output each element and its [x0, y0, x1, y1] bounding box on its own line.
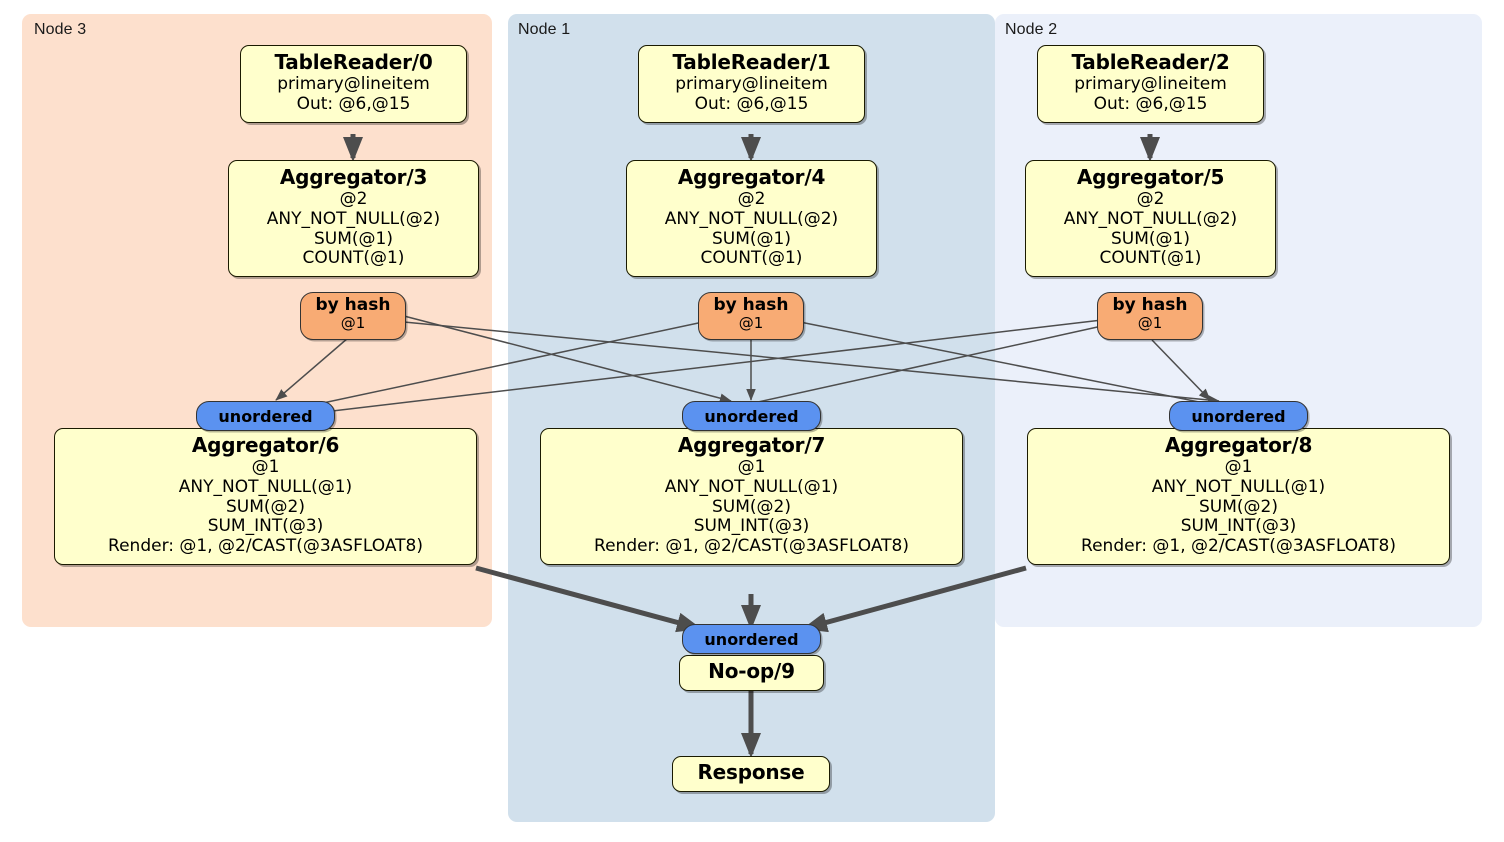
- router-label: by hash: [713, 295, 789, 315]
- router-by-hash-4[interactable]: by hash @1: [698, 292, 804, 340]
- processor-aggregator-4[interactable]: Aggregator/4 @2 ANY_NOT_NULL(@2) SUM(@1)…: [626, 160, 877, 278]
- processor-aggregator-8[interactable]: Aggregator/8 @1 ANY_NOT_NULL(@1) SUM(@2)…: [1027, 428, 1450, 565]
- processor-line: SUM_INT(@3): [207, 516, 324, 537]
- processor-line: SUM_INT(@3): [693, 516, 810, 537]
- router-by-hash-3[interactable]: by hash @1: [300, 292, 406, 340]
- router-label: by hash: [1112, 295, 1188, 315]
- router-label: unordered: [218, 406, 313, 426]
- processor-title: Aggregator/6: [191, 433, 340, 457]
- router-unordered-agg6[interactable]: unordered: [196, 401, 335, 431]
- processor-title: TableReader/2: [1071, 50, 1230, 74]
- router-columns: @1: [738, 314, 764, 333]
- processor-render-line: Render: @1, @2/CAST(@3ASFLOAT8): [1081, 536, 1396, 557]
- processor-line: COUNT(@1): [700, 248, 803, 269]
- router-unordered-agg7[interactable]: unordered: [682, 401, 821, 431]
- processor-title: Aggregator/8: [1164, 433, 1313, 457]
- processor-line: primary@lineitem: [1074, 74, 1227, 95]
- router-label: unordered: [704, 629, 799, 649]
- processor-line: @2: [1136, 189, 1165, 210]
- processor-line: SUM(@1): [1111, 228, 1190, 249]
- processor-line: ANY_NOT_NULL(@1): [1151, 476, 1326, 497]
- processor-line: ANY_NOT_NULL(@2): [266, 208, 441, 229]
- processor-line: @2: [737, 189, 766, 210]
- processor-line: primary@lineitem: [675, 74, 828, 95]
- processor-title: Aggregator/7: [677, 433, 826, 457]
- router-label: unordered: [1191, 406, 1286, 426]
- processor-line: SUM(@2): [712, 496, 791, 517]
- processor-tablereader-1[interactable]: TableReader/1 primary@lineitem Out: @6,@…: [638, 45, 865, 123]
- processor-line: COUNT(@1): [302, 248, 405, 269]
- router-label: by hash: [315, 295, 391, 315]
- processor-tablereader-2[interactable]: TableReader/2 primary@lineitem Out: @6,@…: [1037, 45, 1264, 123]
- processor-line: SUM_INT(@3): [1180, 516, 1297, 537]
- processor-response[interactable]: Response: [672, 756, 830, 793]
- processor-render-line: Render: @1, @2/CAST(@3ASFLOAT8): [108, 536, 423, 557]
- processor-tablereader-0[interactable]: TableReader/0 primary@lineitem Out: @6,@…: [240, 45, 467, 123]
- processor-line: primary@lineitem: [277, 74, 430, 95]
- router-columns: @1: [1137, 314, 1163, 333]
- processor-title: TableReader/1: [672, 50, 831, 74]
- processor-render-line: Render: @1, @2/CAST(@3ASFLOAT8): [594, 536, 909, 557]
- processor-line: Out: @6,@15: [1093, 93, 1208, 114]
- node-panel-label-node1: Node 1: [518, 21, 571, 38]
- processor-title: Aggregator/4: [677, 165, 826, 189]
- processor-line: Out: @6,@15: [296, 93, 411, 114]
- processor-line: Out: @6,@15: [694, 93, 809, 114]
- processor-line: @1: [251, 457, 280, 478]
- processor-line: @1: [737, 457, 766, 478]
- processor-aggregator-7[interactable]: Aggregator/7 @1 ANY_NOT_NULL(@1) SUM(@2)…: [540, 428, 963, 565]
- processor-line: SUM(@1): [712, 228, 791, 249]
- processor-aggregator-6[interactable]: Aggregator/6 @1 ANY_NOT_NULL(@1) SUM(@2)…: [54, 428, 477, 565]
- router-unordered-final[interactable]: unordered: [682, 624, 821, 654]
- processor-line: ANY_NOT_NULL(@1): [178, 476, 353, 497]
- router-columns: @1: [340, 314, 366, 333]
- processor-title: Aggregator/5: [1076, 165, 1225, 189]
- router-by-hash-5[interactable]: by hash @1: [1097, 292, 1203, 340]
- processor-aggregator-5[interactable]: Aggregator/5 @2 ANY_NOT_NULL(@2) SUM(@1)…: [1025, 160, 1276, 278]
- processor-line: ANY_NOT_NULL(@1): [664, 476, 839, 497]
- processor-title: Response: [697, 760, 805, 784]
- processor-line: SUM(@2): [1199, 496, 1278, 517]
- router-unordered-agg8[interactable]: unordered: [1169, 401, 1308, 431]
- processor-title: Aggregator/3: [279, 165, 428, 189]
- processor-line: SUM(@2): [226, 496, 305, 517]
- router-label: unordered: [704, 406, 799, 426]
- processor-line: @2: [339, 189, 368, 210]
- node-panel-label-node2: Node 2: [1005, 21, 1058, 38]
- processor-noop-9[interactable]: No-op/9: [679, 655, 824, 692]
- processor-line: SUM(@1): [314, 228, 393, 249]
- processor-line: COUNT(@1): [1099, 248, 1202, 269]
- processor-line: ANY_NOT_NULL(@2): [1063, 208, 1238, 229]
- processor-title: TableReader/0: [274, 50, 433, 74]
- processor-line: @1: [1224, 457, 1253, 478]
- node-panel-label-node3: Node 3: [34, 21, 87, 38]
- processor-aggregator-3[interactable]: Aggregator/3 @2 ANY_NOT_NULL(@2) SUM(@1)…: [228, 160, 479, 278]
- processor-line: ANY_NOT_NULL(@2): [664, 208, 839, 229]
- processor-title: No-op/9: [708, 659, 795, 683]
